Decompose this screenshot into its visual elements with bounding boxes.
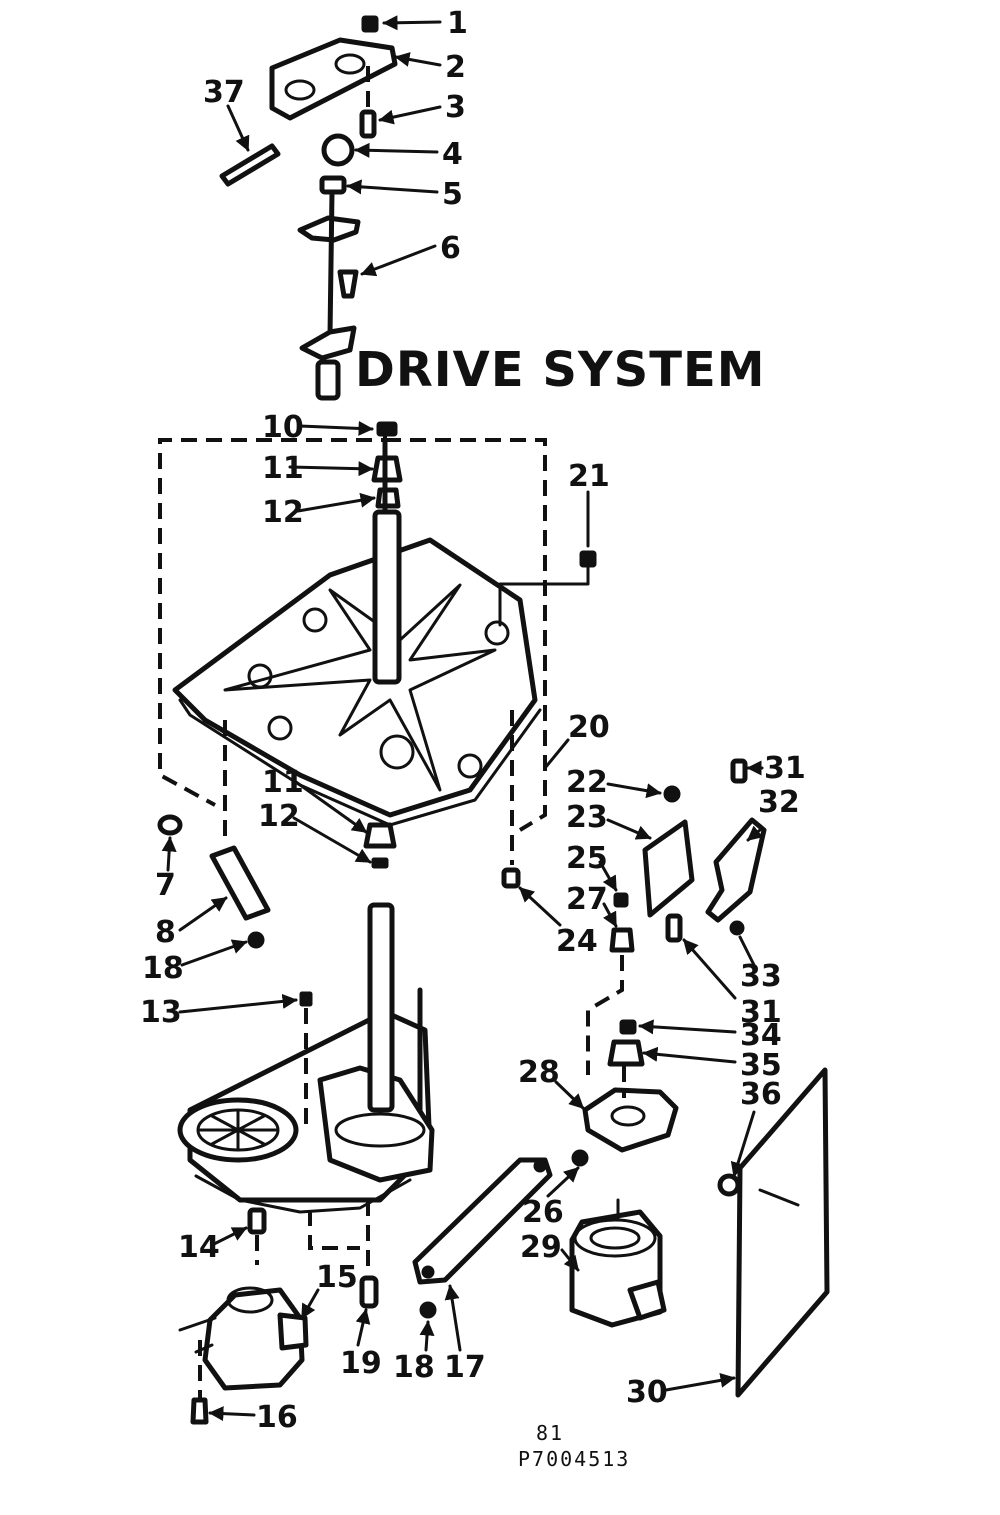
callout-26: 26: [522, 1195, 564, 1230]
part-30-panel: [735, 1067, 830, 1398]
right-brackets: [586, 758, 767, 1075]
part-18-nut-left: [247, 931, 265, 949]
callout-15: 15: [316, 1260, 358, 1295]
part-11-lower-bushing: [363, 822, 397, 849]
callout-2: 2: [445, 50, 466, 85]
callout-31: 31: [764, 751, 806, 786]
callout-32: 32: [758, 785, 800, 820]
drive-shaft: [367, 902, 395, 1113]
top-assembly: [219, 15, 398, 401]
part-13-nut: [299, 991, 313, 1007]
callout-34: 34: [740, 1018, 782, 1053]
part-10-nut: [376, 421, 398, 437]
part-16-clamp: [190, 1397, 209, 1425]
callout-19: 19: [340, 1346, 382, 1381]
part-6-screw: [337, 269, 359, 299]
callout-16: 16: [256, 1400, 298, 1435]
part-3-bolt: [359, 109, 377, 139]
part-31-screw-lower: [665, 913, 683, 943]
star-spider: [223, 583, 497, 792]
callout-6: 6: [440, 231, 461, 266]
part-28-motor-mount: [582, 1087, 679, 1153]
transmission-assembly: [177, 902, 435, 1309]
part-25-spacer: [613, 892, 629, 908]
callout-33: 33: [740, 959, 782, 994]
callout-13: 13: [140, 995, 182, 1030]
part-36-clip: [717, 1173, 741, 1197]
part-18-nut-lower: [419, 1301, 437, 1319]
part-12-lower-washer: [371, 857, 389, 869]
callout-3: 3: [445, 90, 466, 125]
base-plate: [172, 537, 538, 818]
part-14-plug: [247, 1207, 267, 1235]
part-19-pin: [359, 1275, 379, 1309]
callout-28: 28: [518, 1055, 560, 1090]
callout-14: 14: [178, 1230, 220, 1265]
part-23-bracket: [642, 819, 695, 918]
part-4-ring: [321, 133, 355, 167]
callout-37: 37: [203, 75, 245, 110]
part-34-nut: [619, 1019, 637, 1035]
shaft-end: [315, 359, 341, 401]
diagram-title: DRIVE SYSTEM: [355, 342, 766, 398]
callout-5: 5: [442, 177, 463, 212]
callout-35: 35: [740, 1048, 782, 1083]
motor-assembly: [569, 1019, 679, 1328]
gearcase-housing: [317, 1065, 435, 1183]
part-17-crank-arm: [412, 1157, 553, 1285]
center-shaft: [372, 509, 402, 685]
callout-18-lower: 18: [393, 1350, 435, 1385]
part-31-screw-upper: [730, 758, 748, 784]
callout-22: 22: [566, 765, 608, 800]
callout-7: 7: [155, 868, 176, 903]
callout-17: 17: [444, 1350, 486, 1385]
lower-bracket: [299, 325, 357, 361]
part-22-nut: [663, 785, 681, 803]
part-1-nut: [361, 15, 379, 33]
callout-31-lower: 31: [740, 995, 782, 1030]
callout-8: 8: [155, 915, 176, 950]
panel-assembly: [717, 1067, 830, 1398]
callout-20: 20: [568, 710, 610, 745]
callout-18: 18: [142, 951, 184, 986]
part-24-clip: [501, 867, 521, 889]
part-21-cap: [579, 550, 597, 568]
part-7-clip: [157, 814, 183, 836]
part-12-washer: [375, 487, 401, 509]
callout-25: 25: [566, 841, 608, 876]
part-27-bushing: [609, 927, 635, 953]
left-parts: [157, 814, 271, 949]
part-2-bracket: [269, 37, 398, 121]
callout-10: 10: [262, 410, 304, 445]
leader-lines: [161, 15, 764, 1422]
part-35-grommet: [607, 1039, 645, 1067]
part-8-link: [209, 845, 271, 921]
part-2-slot-left: [284, 79, 316, 101]
footer-code-line1: 81: [536, 1421, 564, 1445]
crank-assembly: [412, 1157, 553, 1319]
callout-29: 29: [520, 1230, 562, 1265]
callout-23: 23: [566, 800, 608, 835]
part-33-nut: [729, 920, 745, 936]
callout-30: 30: [626, 1375, 668, 1410]
part-32-bracket: [705, 817, 767, 923]
callout-24: 24: [556, 924, 598, 959]
part-37-pin: [219, 143, 281, 187]
callout-27: 27: [566, 882, 608, 917]
callout-12: 12: [262, 495, 304, 530]
callout-36: 36: [740, 1077, 782, 1112]
mid-assembly: [158, 421, 597, 889]
footer-code-line2: P7004513: [518, 1447, 630, 1471]
callout-12-lower: 12: [258, 799, 300, 834]
pump-assembly: [178, 1286, 309, 1425]
part-26-nut: [571, 1149, 589, 1167]
callout-4: 4: [442, 137, 463, 172]
part-2-slot-right: [334, 53, 366, 75]
callout-21: 21: [568, 459, 610, 494]
callout-1: 1: [447, 6, 468, 41]
